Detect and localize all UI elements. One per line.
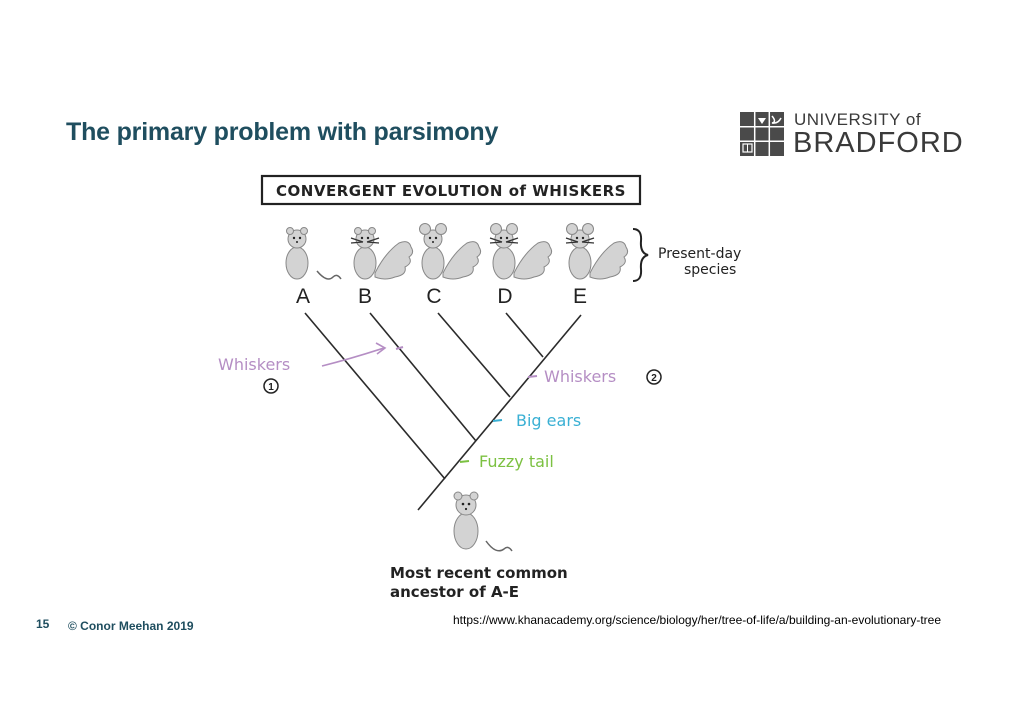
fuzzy-tail-label: Fuzzy tail	[479, 452, 554, 471]
slide-title: The primary problem with parsimony	[66, 118, 499, 146]
big-ears-tick-icon	[492, 419, 503, 422]
whiskers-2-tick-icon	[527, 375, 538, 378]
whiskers-1-arrow-icon	[321, 347, 385, 367]
species-d-animal-icon	[489, 223, 553, 280]
fuzzy-tail-tick-icon	[459, 460, 470, 463]
logo-line-1: UNIVERSITY of	[794, 110, 922, 129]
species-a-animal-icon	[285, 227, 342, 280]
whiskers-2-marker-icon	[646, 369, 662, 385]
university-crest-icon	[740, 112, 784, 156]
species-e-animal-icon	[565, 223, 629, 280]
whiskers-1-marker-icon	[263, 378, 279, 394]
ancestor-label-line-2: ancestor of A-E	[390, 583, 519, 601]
species-b-animal-icon	[350, 227, 414, 280]
whiskers-2-marker: 2	[651, 373, 657, 384]
species-label-b: B	[358, 285, 372, 308]
ancestor-animal-icon	[453, 491, 513, 552]
logo-line-2: BRADFORD	[793, 127, 964, 159]
present-day-label-line-2: species	[684, 262, 736, 278]
present-day-label-line-1: Present-day	[658, 246, 741, 262]
university-logo: UNIVERSITY of BRADFORD	[740, 108, 970, 160]
present-day-brace-icon	[632, 228, 649, 282]
trunk	[417, 314, 582, 511]
evolution-diagram: CONVERGENT EVOLUTION of WHISKERS	[200, 165, 800, 610]
diagram-heading: CONVERGENT EVOLUTION of WHISKERS	[276, 182, 626, 200]
whiskers-1-marker: 1	[268, 382, 274, 393]
branch-c	[437, 312, 511, 398]
branch-b	[369, 312, 477, 442]
species-label-a: A	[296, 285, 310, 308]
whiskers-2-label: Whiskers	[544, 367, 616, 386]
phylogenetic-tree	[304, 312, 582, 511]
branch-a	[304, 312, 446, 480]
big-ears-label: Big ears	[516, 411, 581, 430]
diagram-heading-box	[260, 174, 642, 206]
species-c-animal-icon	[419, 223, 482, 280]
species-label-e: E	[573, 285, 587, 308]
species-label-d: D	[497, 285, 512, 308]
species-label-c: C	[426, 285, 441, 308]
ancestor-label-line-1: Most recent common	[390, 564, 568, 582]
branch-d	[505, 312, 544, 358]
page-number: 15	[36, 617, 50, 631]
source-url: https://www.khanacademy.org/science/biol…	[453, 613, 942, 627]
copyright-notice: © Conor Meehan 2019	[68, 619, 194, 633]
whiskers-1-label: Whiskers	[218, 355, 290, 374]
